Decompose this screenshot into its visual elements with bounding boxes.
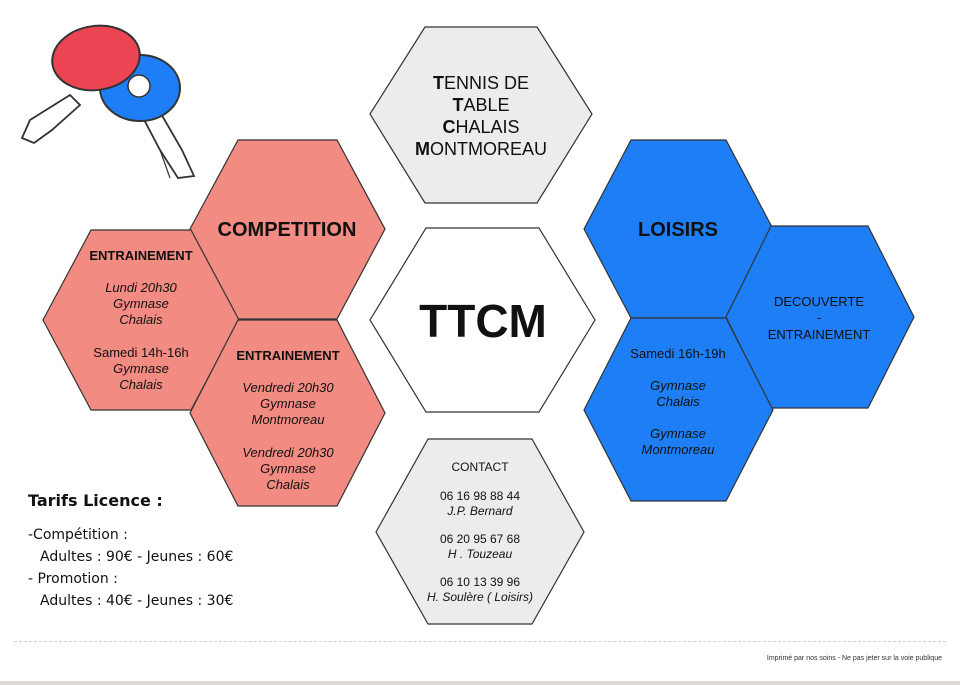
bottom-strip bbox=[0, 681, 960, 685]
competition-left-line: Gymnase bbox=[113, 361, 169, 376]
competition-left-line: Lundi 20h30 bbox=[105, 280, 177, 295]
competition-right-title: ENTRAINEMENT bbox=[236, 348, 339, 363]
competition-right-hex bbox=[189, 319, 386, 507]
competition-title: COMPETITION bbox=[218, 219, 357, 241]
loisirs-schedule-line: Gymnase bbox=[650, 426, 706, 441]
loisirs-schedule-line: Montmoreau bbox=[642, 442, 715, 457]
footer-divider bbox=[14, 641, 946, 642]
competition-left-text: ENTRAINEMENT Lundi 20h30 Gymnase Chalais… bbox=[89, 248, 192, 392]
club-name-line-4: MONTMOREAU bbox=[415, 139, 547, 159]
contact-phone: 06 20 95 67 68 bbox=[440, 532, 520, 546]
competition-right-line: Gymnase bbox=[260, 461, 316, 476]
loisirs-discover-line: DECOUVERTE bbox=[774, 294, 864, 309]
contact-name: H . Touzeau bbox=[448, 547, 513, 561]
competition-left-line: Chalais bbox=[119, 312, 163, 327]
loisirs-schedule-line: Samedi 16h-19h bbox=[630, 346, 725, 361]
contact-phone: 06 10 13 39 96 bbox=[440, 575, 520, 589]
ping-pong-paddles-icon bbox=[20, 24, 196, 179]
contact-text: CONTACT 06 16 98 88 44 J.P. Bernard 06 2… bbox=[427, 460, 533, 604]
center-title: TTCM bbox=[419, 295, 547, 347]
tarifs-title: Tarifs Licence : bbox=[28, 491, 163, 510]
contact-phone: 06 16 98 88 44 bbox=[440, 489, 520, 503]
tarifs-promotion-label: - Promotion : bbox=[28, 571, 118, 587]
competition-right-line: Montmoreau bbox=[252, 412, 325, 427]
competition-right-line: Vendredi 20h30 bbox=[242, 445, 334, 460]
competition-right-line: Vendredi 20h30 bbox=[242, 380, 334, 395]
tarifs-competition-prices: Adultes : 90€ - Jeunes : 60€ bbox=[40, 549, 234, 565]
competition-left-title: ENTRAINEMENT bbox=[89, 248, 192, 263]
tarifs-promotion-prices: Adultes : 40€ - Jeunes : 30€ bbox=[40, 593, 234, 609]
loisirs-discover-line: - bbox=[817, 310, 821, 325]
club-name-line-3: CHALAIS bbox=[442, 117, 519, 137]
competition-left-line: Gymnase bbox=[113, 296, 169, 311]
competition-right-text: ENTRAINEMENT Vendredi 20h30 Gymnase Mont… bbox=[236, 348, 339, 492]
club-name-line-1: TENNIS DE bbox=[433, 73, 529, 93]
loisirs-schedule-line: Chalais bbox=[656, 394, 700, 409]
club-name-hex bbox=[369, 26, 593, 204]
competition-right-line: Chalais bbox=[266, 477, 310, 492]
loisirs-schedule-text: Samedi 16h-19h Gymnase Chalais Gymnase M… bbox=[630, 346, 725, 457]
loisirs-discover-text: DECOUVERTE - ENTRAINEMENT bbox=[768, 294, 871, 342]
tarifs-block: Tarifs Licence : -Compétition : Adultes … bbox=[28, 490, 348, 612]
competition-left-line: Chalais bbox=[119, 377, 163, 392]
club-name-text: TENNIS DE TABLE CHALAIS MONTMOREAU bbox=[415, 73, 547, 159]
club-name-line-2: TABLE bbox=[452, 95, 509, 115]
contact-hex bbox=[375, 438, 585, 625]
contact-name: J.P. Bernard bbox=[446, 504, 512, 518]
loisirs-schedule-hex bbox=[583, 317, 774, 502]
footer-note: Imprimé par nos soins - Ne pas jeter sur… bbox=[766, 655, 942, 662]
loisirs-title: LOISIRS bbox=[638, 219, 718, 241]
center-hex bbox=[369, 227, 596, 413]
tarifs-competition-label: -Compétition : bbox=[28, 527, 128, 543]
competition-right-line: Gymnase bbox=[260, 396, 316, 411]
contact-title: CONTACT bbox=[451, 460, 509, 474]
loisirs-discover-line: ENTRAINEMENT bbox=[768, 327, 871, 342]
loisirs-schedule-line: Gymnase bbox=[650, 378, 706, 393]
competition-left-line: Samedi 14h-16h bbox=[93, 345, 188, 360]
contact-name: H. Soulère ( Loisirs) bbox=[427, 590, 533, 604]
